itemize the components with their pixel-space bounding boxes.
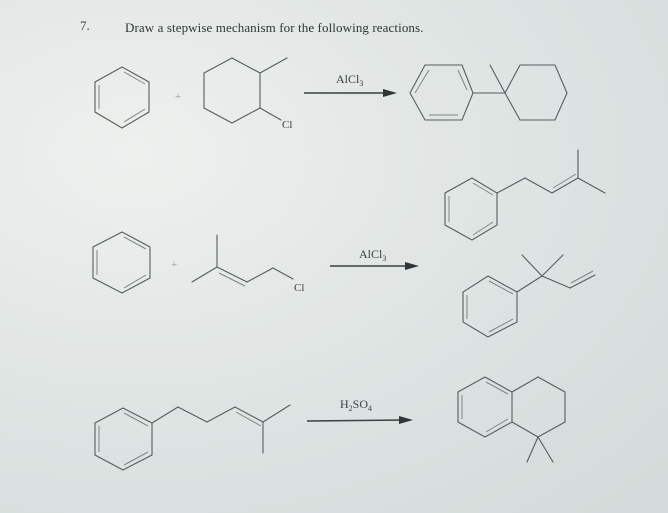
r2-product-1-structure (444, 149, 606, 241)
r2-benzene-structure (92, 231, 151, 294)
r2-prenyl-chloride-structure (191, 234, 294, 287)
r3-product-structure (457, 376, 566, 463)
r2-plus-sign: + (171, 259, 177, 271)
question-number: 7. (80, 18, 90, 33)
reaction-2: + Cl AlCl3 (92, 149, 606, 338)
r1-product-structure (409, 64, 568, 121)
r1-plus-sign: + (175, 91, 181, 103)
r1-chloromethylcyclohexane-structure (203, 57, 288, 124)
r1-reaction-arrow (304, 89, 397, 97)
r1-chlorine-label: Cl (282, 119, 292, 131)
r3-reactant-structure (94, 404, 291, 471)
reaction-3: H2SO4 (94, 376, 566, 471)
r1-reagent-alcl3: AlCl3 (336, 72, 363, 88)
r2-product-2-structure (462, 254, 596, 338)
question-prompt: Draw a stepwise mechanism for the follow… (125, 20, 424, 35)
r3-reaction-arrow (306, 416, 413, 424)
r2-reagent-alcl3: AlCl3 (359, 247, 386, 263)
r2-chlorine-label: Cl (294, 282, 304, 294)
reaction-1: + Cl AlCl3 (94, 57, 568, 131)
r3-reagent-h2so4: H2SO4 (340, 397, 372, 413)
r2-reaction-arrow (330, 262, 419, 270)
r1-benzene-structure (94, 66, 150, 129)
